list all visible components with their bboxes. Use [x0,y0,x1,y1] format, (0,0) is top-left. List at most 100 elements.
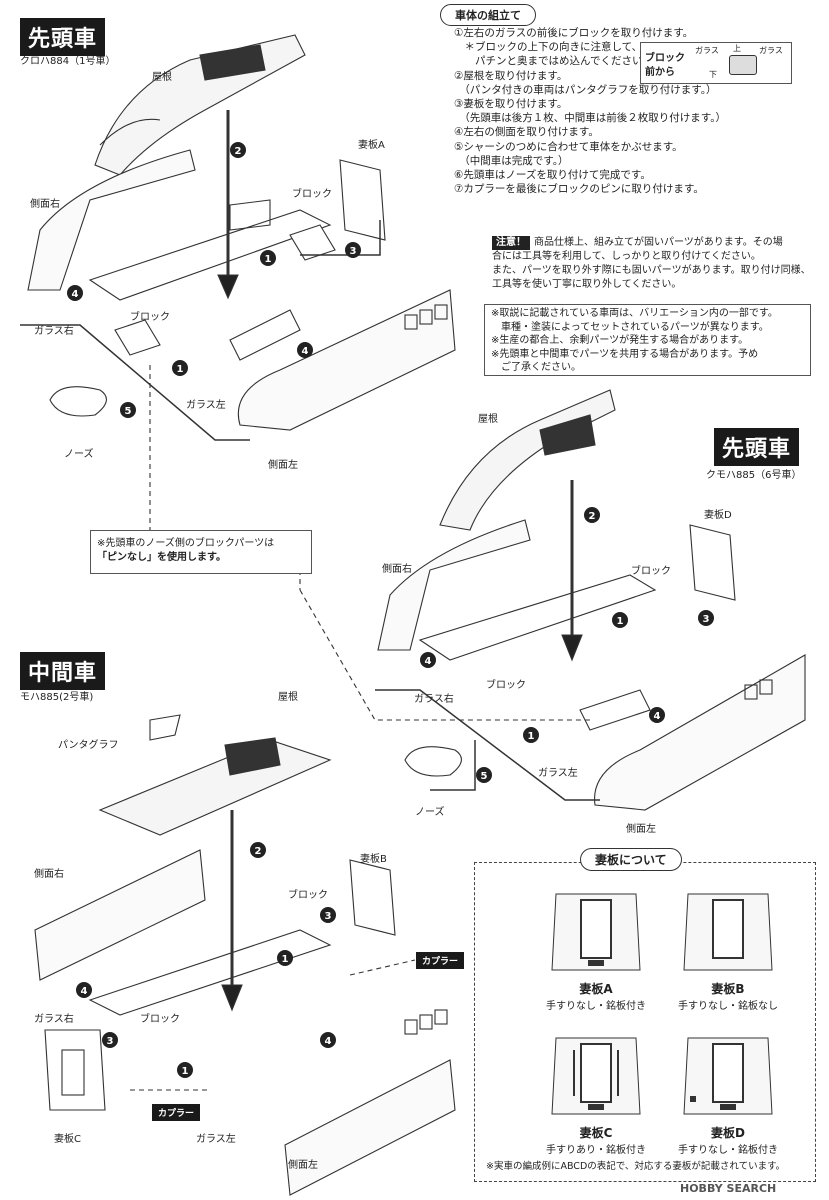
step-line: （パンタ付きの車両はパンタグラフを取り付けます。） [454,83,717,96]
end-board-desc: 手すりなし・銘板付き [678,1145,778,1156]
svg-text:4: 4 [325,1036,332,1047]
svg-text:4: 4 [302,346,309,357]
label-coupler: カプラー [416,952,465,969]
end-board-name: 妻板D [711,1126,745,1140]
label-nose: ノーズ [415,807,445,818]
end-board-card-b: 妻板B 手すりなし・銘板なし [668,886,788,1012]
label-glass-right: ガラス右 [34,1014,74,1025]
end-board-desc: 手すりなし・銘板付き [546,1001,646,1012]
lead-car-b-tag: 先頭車 [714,428,800,466]
end-board-name: 妻板B [711,982,745,996]
nose-note-line: 「ピンなし」を使用します。 [97,552,226,563]
label-pantograph: パンタグラフ [58,740,119,751]
middle-car-subtitle: モハ885(2号車) [20,692,94,703]
end-board-card-c: 妻板C 手すりあり・銘板付き [536,1030,656,1156]
label-roof: 屋根 [152,72,172,83]
remark-line: ※先頭車と中間車でパーツを共用する場合があります。予め [491,348,759,360]
label-end-c: 妻板C [54,1134,81,1145]
caution-note: 注意！商品仕様上、組み立てが固いパーツがあります。その場 合には工具等を利用して… [492,236,817,292]
label-block: ブロック [140,1014,180,1025]
step-line: ①左右のガラスの前後にブロックを取り付けます。 [454,27,694,39]
block-hint-label: ブロック [645,53,685,64]
step-line: （先頭車は後方１枚、中間車は前後２枚取り付けます。） [454,112,726,125]
remark-line: 車種・塗装によってセットされているパーツが異なります。 [491,321,769,333]
end-board-a-icon [551,893,641,971]
label-roof: 屋根 [478,414,498,425]
end-board-card-d: 妻板D 手すりなし・銘板付き [668,1030,788,1156]
svg-text:1: 1 [528,731,535,742]
label-side-right: 側面右 [34,869,64,880]
lead-car-b-subtitle: クモハ885（6号車） [706,470,802,481]
label-block: ブロック [292,189,332,200]
svg-text:4: 4 [72,289,79,300]
label-block: ブロック [486,680,526,691]
step-line: パチンと奥まではめ込んでください。 [454,55,653,68]
label-side-left: 側面左 [626,824,656,835]
lead-car-a-tag: 先頭車 [20,18,106,56]
block-hint-glass-left: ガラス [695,46,719,55]
remark-line: ※生産の都合上、余剰パーツが発生する場合があります。 [491,335,749,346]
step-line: ⑥先頭車はノーズを取り付けて完成です。 [454,169,651,182]
step-line: ＊ブロックの上下の向きに注意して、 [454,41,643,54]
svg-text:2: 2 [235,146,242,157]
block-hint-down: 下 [709,70,717,79]
end-board-desc: 手すりなし・銘板なし [678,1001,778,1012]
end-board-name: 妻板C [579,1126,613,1140]
step-line: ③妻板を取り付けます。 [454,98,568,111]
caution-line: また、パーツを取り外す際にも固いパーツがあります。取り付け同様、 [492,265,811,276]
caution-line: 合には工具等を利用して、しっかりと取り付けてください。 [492,251,761,262]
svg-text:5: 5 [481,771,488,782]
step-line: ⑦カプラーを最後にブロックのピンに取り付けます。 [454,183,704,196]
end-board-card-a: 妻板A 手すりなし・銘板付き [536,886,656,1012]
end-board-name: 妻板A [579,982,613,996]
label-side-right: 側面右 [30,199,60,210]
label-roof: 屋根 [278,692,298,703]
label-glass-right: ガラス右 [34,326,74,337]
label-side-left: 側面左 [288,1160,318,1171]
remarks-box: ※取説に記載されている車両は、バリエーション内の一部です。 車種・塗装によってセ… [484,304,811,376]
svg-text:1: 1 [617,616,624,627]
block-icon [729,55,757,75]
svg-text:4: 4 [81,986,88,997]
block-hint-up: 上 [733,44,741,53]
label-end-b: 妻板B [360,854,387,865]
nose-note-line: ※先頭車のノーズ側のブロックパーツは [97,538,275,549]
caution-line: 工具等を使い丁寧に取り外してください。 [492,279,682,290]
label-block: ブロック [130,312,170,323]
end-board-d-icon [683,1037,773,1115]
middle-car-tag: 中間車 [20,652,106,690]
block-hint-front: 前から [645,67,675,78]
svg-text:1: 1 [282,954,289,965]
end-boards-title: 妻板について [580,848,682,871]
label-end-a: 妻板A [358,140,385,151]
svg-text:1: 1 [265,254,272,265]
label-glass-left: ガラス左 [186,400,226,411]
label-coupler: カプラー [152,1104,201,1121]
svg-text:4: 4 [425,656,432,667]
assembly-title: 車体の組立て [440,4,536,26]
end-board-b-icon [683,893,773,971]
label-glass-left: ガラス左 [538,768,578,779]
label-nose: ノーズ [64,449,94,460]
label-block: ブロック [631,566,671,577]
end-board-c-icon [551,1037,641,1115]
end-board-desc: 手すりあり・銘板付き [546,1145,646,1156]
label-block: ブロック [288,890,328,901]
watermark: HOBBY SEARCH [680,1182,777,1195]
svg-text:2: 2 [589,511,596,522]
lead-car-a-subtitle: クロハ884（1号車） [20,56,116,67]
remark-line: ※取説に記載されている車両は、バリエーション内の一部です。 [491,308,778,319]
svg-text:3: 3 [703,614,710,625]
svg-text:5: 5 [125,406,132,417]
svg-text:1: 1 [182,1066,189,1077]
step-line: ④左右の側面を取り付けます。 [454,126,599,139]
caution-badge: 注意！ [492,236,530,250]
label-glass-left: ガラス左 [196,1134,236,1145]
step-line: ⑤シャーシのつめに合わせて車体をかぶせます。 [454,140,683,153]
assembly-steps: ①左右のガラスの前後にブロックを取り付けます。 ＊ブロックの上下の向きに注意して… [454,26,814,196]
step-line: （中間車は完成です。） [454,154,569,167]
label-side-right: 側面右 [382,564,412,575]
label-end-d: 妻板D [704,510,732,521]
svg-text:3: 3 [350,246,357,257]
